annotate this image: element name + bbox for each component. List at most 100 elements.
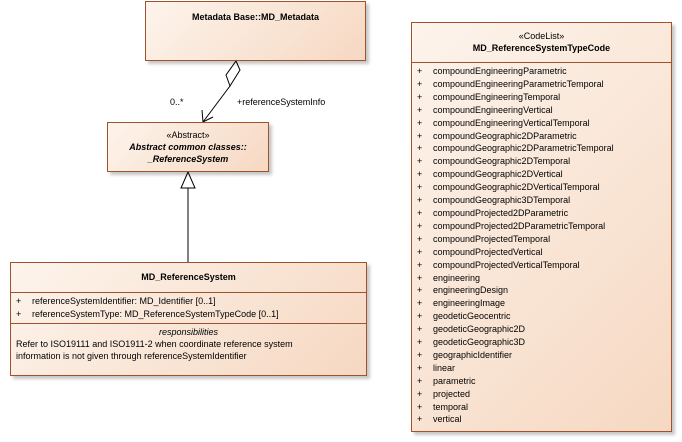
codelist-item: + compoundProjectedVertical <box>412 246 671 259</box>
visibility-marker: + <box>417 91 423 102</box>
visibility-marker: + <box>417 272 423 283</box>
visibility-marker: + <box>16 296 22 306</box>
codelist-item: + compoundGeographic2DVertical <box>412 168 671 181</box>
codelist-item: + compoundEngineeringParametric <box>412 65 671 78</box>
visibility-marker: + <box>417 362 423 373</box>
abstract-stereotype: «Abstract» <box>166 130 210 140</box>
responsibilities-compartment: responsibilities Refer to ISO19111 and I… <box>11 322 366 363</box>
md-reference-system-class[interactable]: MD_ReferenceSystem + referenceSystemIden… <box>10 262 367 376</box>
md-reference-system-type-code-codelist[interactable]: «CodeList» MD_ReferenceSystemTypeCode +c… <box>411 22 672 432</box>
codelist-item: + vertical <box>412 413 671 426</box>
visibility-marker: + <box>417 375 423 386</box>
codelist-item: +compoundEngineeringTemporal <box>412 91 671 104</box>
responsibilities-line: Refer to ISO19111 and ISO1911-2 when coo… <box>16 338 293 349</box>
visibility-marker: + <box>417 78 423 89</box>
codelist-item: +parametric <box>412 375 671 388</box>
codelist-item-text: engineeringImage <box>433 298 506 309</box>
aggregation-diamond-shape <box>225 59 241 88</box>
codelist-item-text: compoundGeographic2DTemporal <box>433 156 571 167</box>
codelist-item-text: geodeticGeographic3D <box>433 337 526 348</box>
abstract-name-line2: _ReferenceSystem <box>147 154 229 164</box>
reference-system-name: MD_ReferenceSystem <box>141 272 236 282</box>
responsibilities-title: responsibilities <box>158 326 219 337</box>
codelist-item: +engineeringImage <box>412 297 671 310</box>
codelist-item-text: compoundEngineeringParametric <box>433 66 567 76</box>
codelist-item: + geographicIdentifier <box>412 349 671 362</box>
visibility-marker: + <box>417 182 423 193</box>
codelist-item-text: projected <box>433 388 471 399</box>
codelist-item: + compoundEngineeringVerticalTemporal <box>412 117 671 130</box>
codelist-item-text: geographicIdentifier <box>433 349 513 360</box>
visibility-marker: + <box>417 156 423 167</box>
codelist-item-text: geodeticGeocentric <box>433 311 511 322</box>
visibility-marker: + <box>417 104 423 115</box>
visibility-marker: + <box>417 285 423 296</box>
visibility-marker: + <box>417 195 423 206</box>
codelist-item: + compoundGeographic2DParametric <box>412 130 671 143</box>
visibility-marker: + <box>417 246 423 257</box>
abstract-name-line1: Abstract common classes:: <box>129 142 247 152</box>
association-multiplicity: 0..* <box>170 97 184 107</box>
codelist-item-text: engineering <box>433 272 481 283</box>
codelist-item-text: engineeringDesign <box>433 285 509 296</box>
visibility-marker: + <box>417 233 423 244</box>
codelist-item-text: compoundProjectedVerticalTemporal <box>433 259 580 270</box>
codelist-stereotype: «CodeList» <box>518 31 565 41</box>
visibility-marker: + <box>417 207 423 218</box>
codelist-item: + linear <box>412 362 671 375</box>
visibility-marker: + <box>417 388 423 399</box>
visibility-marker: + <box>417 311 423 322</box>
visibility-marker: + <box>417 259 423 270</box>
attributes-compartment: + referenceSystemIdentifier: MD_Identifi… <box>11 292 366 323</box>
codelist-item-text: geodeticGeographic2D <box>433 324 526 335</box>
codelist-item-text: compoundEngineeringVerticalTemporal <box>433 117 590 128</box>
visibility-marker: + <box>417 401 423 412</box>
codelist-item: +compoundProjected2DParametricTemporal <box>412 220 671 233</box>
abstract-reference-system-class[interactable]: «Abstract» Abstract common classes:: _Re… <box>107 122 269 172</box>
codelist-item-text: vertical <box>433 414 462 425</box>
codelist-item-text: linear <box>433 362 456 373</box>
codelist-name: MD_ReferenceSystemTypeCode <box>472 43 611 53</box>
codelist-item-text: compoundGeographic2DParametricTemporal <box>433 143 614 154</box>
codelist-item-text: compoundProjected2DParametric <box>433 207 569 218</box>
responsibilities-line: information is not given through referen… <box>16 351 247 362</box>
codelist-item-text: temporal <box>433 401 469 412</box>
codelist-item: + geodeticGeocentric <box>412 310 671 323</box>
aggregation-line <box>202 85 231 123</box>
codelist-item-text: compoundEngineeringParametricTemporal <box>433 78 604 89</box>
association-role: +referenceSystemInfo <box>237 97 326 107</box>
visibility-marker: + <box>417 414 423 425</box>
codelist-items-compartment: +compoundEngineeringParametric +compound… <box>412 62 671 426</box>
attribute-text: referenceSystemIdentifier: MD_Identifier… <box>32 296 216 306</box>
codelist-item: + projected <box>412 388 671 401</box>
codelist-item-text: compoundGeographic2DVertical <box>433 169 563 180</box>
codelist-item-text: compoundGeographic3DTemporal <box>433 195 571 206</box>
codelist-item: + geodeticGeographic3D <box>412 336 671 349</box>
attribute-row: + referenceSystemIdentifier: MD_Identifi… <box>11 295 366 308</box>
md-metadata-class[interactable]: Metadata Base::MD_Metadata <box>145 1 366 61</box>
visibility-marker: + <box>417 117 423 128</box>
visibility-marker: + <box>16 308 22 319</box>
codelist-item-text: compoundProjected2DParametricTemporal <box>433 220 606 231</box>
codelist-item: + compoundProjected2DParametric <box>412 207 671 220</box>
codelist-item: + engineering <box>412 272 671 285</box>
codelist-item-text: compoundGeographic2DVerticalTemporal <box>433 182 600 193</box>
codelist-item-text: compoundProjectedVertical <box>433 246 543 257</box>
codelist-item: + compoundGeographic2DTemporal <box>412 155 671 168</box>
codelist-item-text: compoundGeographic2DParametric <box>433 130 577 141</box>
md-metadata-name: Metadata Base::MD_Metadata <box>191 12 320 22</box>
visibility-marker: + <box>417 349 423 360</box>
visibility-marker: + <box>417 66 423 76</box>
visibility-marker: + <box>417 324 423 335</box>
generalization-arrowhead <box>180 170 196 189</box>
visibility-marker: + <box>417 130 423 141</box>
codelist-item: + compoundGeographic2DVerticalTemporal <box>412 181 671 194</box>
codelist-item: + compoundProjectedVerticalTemporal <box>412 259 671 272</box>
visibility-marker: + <box>417 169 423 180</box>
attribute-text: referenceSystemType: MD_ReferenceSystemT… <box>32 308 279 319</box>
codelist-item: + geodeticGeographic2D <box>412 323 671 336</box>
visibility-marker: + <box>417 337 423 348</box>
codelist-item: + compoundEngineeringParametricTemporal <box>412 78 671 91</box>
codelist-item: +compoundProjectedTemporal <box>412 233 671 246</box>
codelist-item: +compoundEngineeringVertical <box>412 104 671 117</box>
